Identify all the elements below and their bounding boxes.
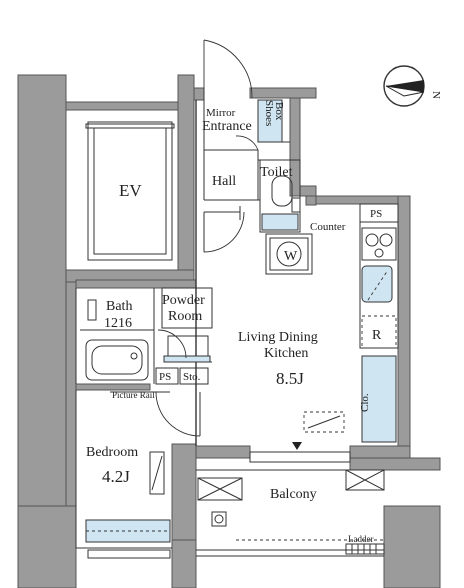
- bath-label: Bath: [106, 299, 132, 314]
- compass-icon: [383, 65, 425, 107]
- powder-label-2: Room: [168, 309, 202, 324]
- bedroom-label: Bedroom: [86, 445, 138, 460]
- picture-rail-label: Picture Rail: [112, 390, 155, 400]
- ldk-label-1: Living Dining: [238, 330, 318, 345]
- ladder-label: Ladder: [348, 534, 373, 544]
- balcony-label: Balcony: [270, 487, 317, 502]
- ev-shaft: [85, 121, 175, 261]
- bedroom-area-label: 4.2J: [102, 467, 130, 486]
- structural-walls: [17, 74, 441, 588]
- kitchen-counter: [303, 203, 399, 443]
- ps-bottom-label: PS: [159, 371, 171, 383]
- bath-size-label: 1216: [104, 316, 132, 331]
- bath-area: [75, 287, 213, 437]
- ldk-area-label: 8.5J: [276, 369, 304, 388]
- counter-label: Counter: [310, 221, 346, 233]
- mirror-label: Mirror: [206, 107, 236, 119]
- balcony-area: [196, 451, 385, 557]
- toilet-label: Toilet: [260, 165, 293, 180]
- entrance-label: Entrance: [202, 119, 252, 134]
- closet-label: Clo.: [359, 393, 371, 412]
- washer-label: W: [284, 249, 298, 264]
- ps-top-label: PS: [370, 208, 382, 220]
- hall-label: Hall: [212, 174, 236, 189]
- fridge-label: R: [372, 328, 382, 343]
- toilet: [259, 159, 313, 275]
- storage-label: Sto.: [183, 371, 201, 383]
- shoes-box-label-2: Box: [273, 102, 285, 121]
- bedroom-area: [75, 390, 172, 559]
- ldk-label-2: Kitchen: [264, 346, 308, 361]
- compass-label: N: [430, 91, 442, 99]
- ev-label: EV: [119, 181, 142, 200]
- shoes-box-label-1: Shoes: [263, 100, 275, 126]
- powder-label-1: Powder: [162, 293, 205, 308]
- window-marker: [292, 442, 302, 450]
- entrance-area: [195, 39, 300, 446]
